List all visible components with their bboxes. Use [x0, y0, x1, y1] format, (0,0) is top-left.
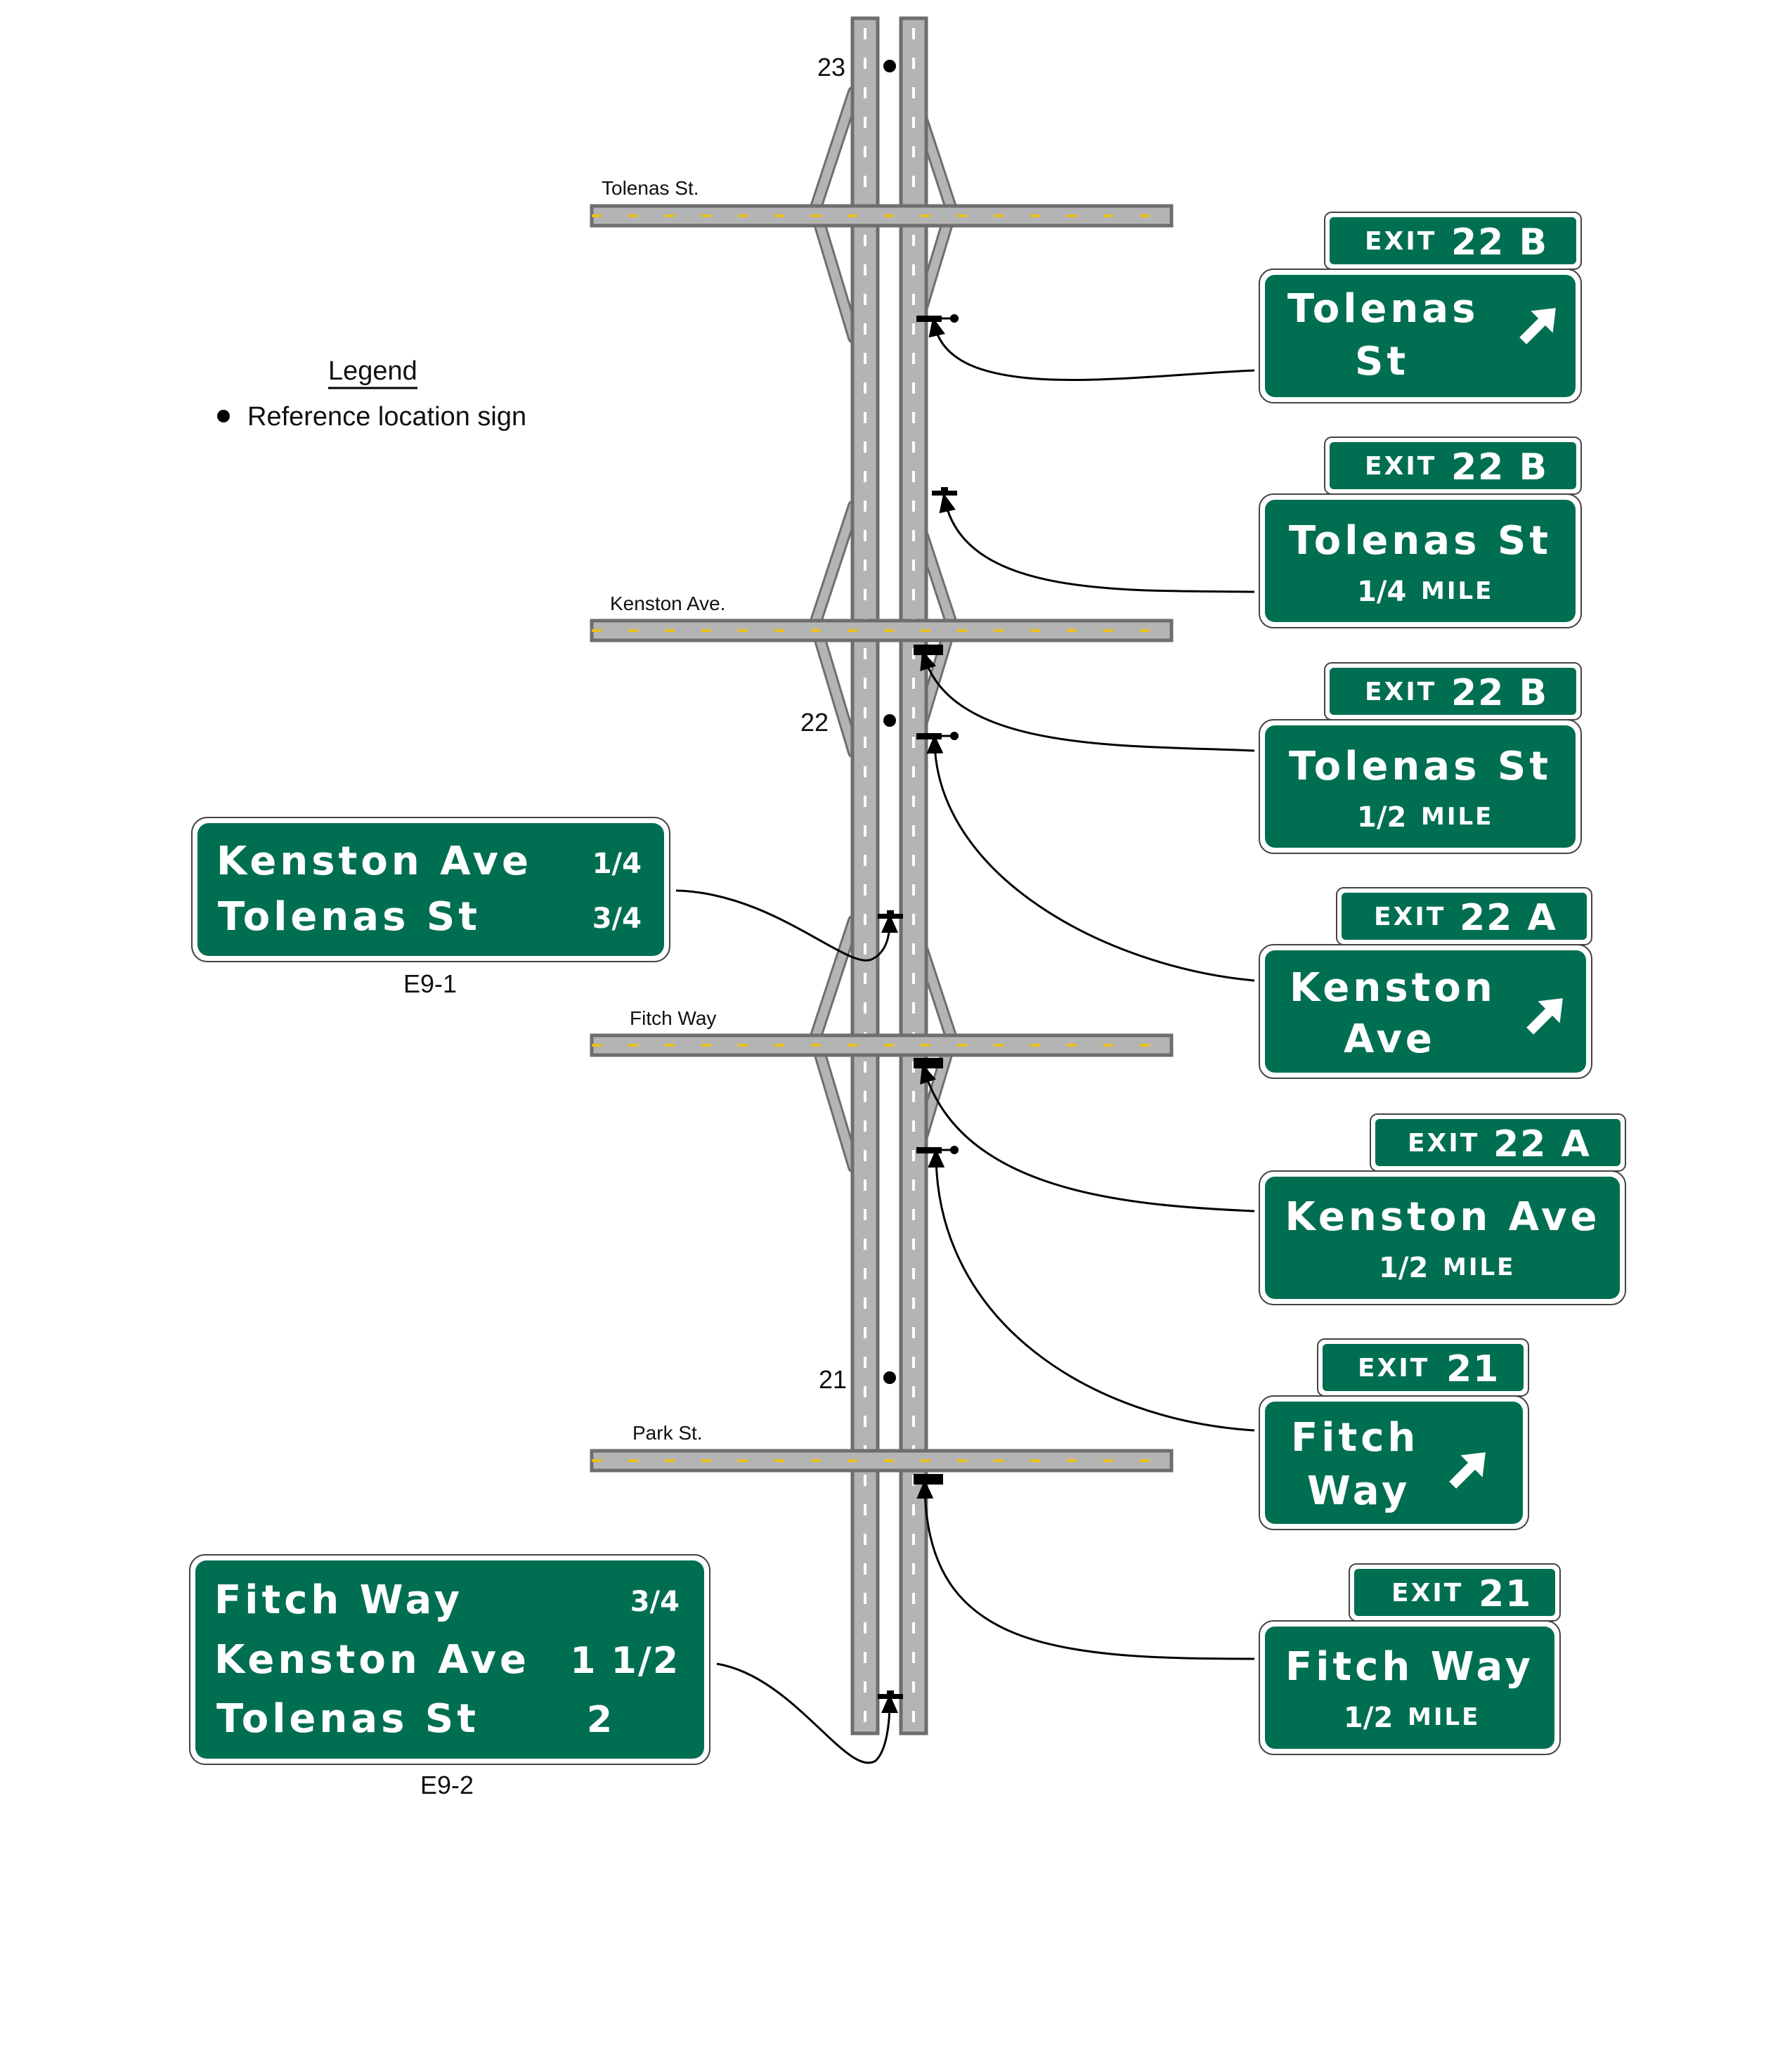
exit-sign-21-arrow: EXIT 21 Fitch Way	[1259, 1338, 1529, 1530]
exit-sign-distance: 1/2	[1357, 801, 1406, 834]
sign-post-22b-quarter	[932, 487, 957, 496]
up-right-arrow-icon	[1449, 1452, 1486, 1489]
up-right-arrow-icon	[1526, 998, 1563, 1035]
reference-dot-23	[883, 60, 896, 72]
exit-number: 22 B	[1451, 672, 1548, 714]
street-tolenas: Tolenas St.	[590, 177, 1174, 228]
leader-exit-22b-quarter	[939, 493, 1255, 593]
leader-e9-2	[716, 1662, 898, 1764]
exit-sign-line1: Fitch	[1291, 1415, 1419, 1461]
exit-sign-line1: Tolenas	[1287, 286, 1479, 332]
leader-exit-22a-arrow	[926, 735, 1255, 982]
legend: Legend Reference location sign	[217, 356, 526, 432]
exit-number: 21	[1479, 1573, 1532, 1615]
exit-number: 22 B	[1451, 221, 1548, 264]
e9-2-code-label: E9-2	[420, 1771, 474, 1799]
e9-1-row2-distance: 3/4	[592, 903, 642, 935]
e9-1-code-label: E9-1	[403, 969, 457, 998]
street-park: Park St.	[590, 1422, 1174, 1473]
e9-1-row1-distance: 1/4	[592, 848, 642, 880]
exit-sign-22a-arrow: EXIT 22 A Kenston Ave	[1259, 887, 1592, 1079]
exit-sign-line1: Tolenas St	[1289, 744, 1552, 789]
freeway	[808, 16, 959, 1735]
exit-sign-line1: Tolenas St	[1289, 518, 1552, 564]
legend-dot-icon	[217, 410, 230, 422]
e9-1-row1-name: Kenston Ave	[216, 839, 532, 884]
leader-exit-21-arrow	[928, 1149, 1255, 1432]
exit-sign-unit: MILE	[1408, 1703, 1480, 1731]
street-fitch: Fitch Way	[590, 1007, 1174, 1057]
exit-sign-unit: MILE	[1443, 1253, 1515, 1281]
exit-sign-21-half-mile: EXIT 21 Fitch Way 1/2 MILE	[1259, 1563, 1561, 1755]
guide-sign-e9-1: Kenston Ave 1/4 Tolenas St 3/4 E9-1	[191, 817, 670, 998]
sign-post-overhead-fitch	[914, 1058, 943, 1068]
exit-sign-distance: 1/2	[1379, 1252, 1428, 1284]
exit-sign-22a-half-mile: EXIT 22 A Kenston Ave 1/2 MILE	[1259, 1113, 1626, 1305]
exit-sign-22b-half-mile: EXIT 22 B Tolenas St 1/2 MILE	[1259, 662, 1582, 854]
exit-sign-22b-quarter-mile: EXIT 22 B Tolenas St 1/4 MILE	[1259, 437, 1582, 628]
exit-sign-line1: Fitch Way	[1285, 1644, 1534, 1690]
exit-sign-distance: 1/2	[1344, 1702, 1393, 1734]
e9-2-row2-name: Kenston Ave	[214, 1637, 530, 1683]
exit-word: EXIT	[1391, 1579, 1463, 1608]
guide-sign-e9-2: Fitch Way 3/4 Kenston Ave 1 1/2 Tolenas …	[189, 1554, 710, 1799]
street-kenston: Kenston Ave.	[590, 593, 1174, 642]
exit-word: EXIT	[1365, 678, 1436, 706]
leader-exit-21-half	[916, 1480, 1255, 1660]
exit-word: EXIT	[1358, 1354, 1429, 1383]
e9-2-row3-distance: 2	[587, 1699, 613, 1741]
street-label-kenston: Kenston Ave.	[610, 593, 726, 614]
exit-sign-unit: MILE	[1421, 577, 1493, 605]
e9-2-row3-name: Tolenas St	[216, 1696, 479, 1742]
up-right-arrow-icon	[1519, 308, 1556, 344]
e9-2-row1-distance: 3/4	[630, 1586, 680, 1618]
leader-lines	[675, 317, 1255, 1764]
exit-sign-line2: Ave	[1344, 1016, 1436, 1062]
leader-exit-22b-arrow	[928, 317, 1255, 381]
street-label-fitch: Fitch Way	[630, 1007, 716, 1029]
exit-word: EXIT	[1374, 903, 1446, 931]
e9-2-row2-distance: 1 1/2	[570, 1640, 680, 1682]
exit-number: 22 B	[1451, 446, 1548, 489]
reference-number-23: 23	[817, 53, 845, 82]
sign-post-overhead-park	[914, 1474, 943, 1485]
exit-sign-22b-arrow: EXIT 22 B Tolenas St	[1259, 212, 1582, 403]
reference-number-21: 21	[819, 1365, 847, 1394]
exit-word: EXIT	[1408, 1129, 1479, 1158]
exit-number: 21	[1446, 1348, 1500, 1390]
cross-streets: Tolenas St. Kenston Ave. Fitch Way Park …	[590, 177, 1174, 1473]
exit-word: EXIT	[1365, 452, 1436, 481]
exit-sign-distance: 1/4	[1357, 576, 1406, 608]
reference-number-22: 22	[800, 708, 829, 737]
reference-dot-21	[883, 1371, 896, 1384]
leader-exit-22b-half	[920, 650, 1255, 752]
legend-title: Legend	[328, 356, 417, 386]
e9-2-row1-name: Fitch Way	[214, 1577, 463, 1623]
e9-1-row2-name: Tolenas St	[218, 894, 481, 940]
exit-sign-unit: MILE	[1421, 803, 1493, 831]
reference-markers: 23 22 21	[800, 53, 896, 1394]
exit-sign-line1: Kenston Ave	[1285, 1194, 1600, 1240]
exit-sign-line2: Way	[1307, 1468, 1410, 1514]
exit-number: 22 A	[1493, 1123, 1591, 1165]
street-label-tolenas: Tolenas St.	[602, 177, 699, 199]
street-label-park: Park St.	[632, 1422, 703, 1444]
exit-sign-line2: St	[1355, 339, 1409, 384]
sign-post-overhead-kenston	[914, 645, 943, 655]
exit-word: EXIT	[1365, 227, 1436, 256]
exit-sign-line1: Kenston	[1290, 965, 1496, 1011]
leader-exit-22a-half	[920, 1063, 1255, 1213]
legend-item-text: Reference location sign	[247, 402, 526, 432]
reference-dot-22	[883, 714, 896, 727]
leader-e9-1	[675, 889, 898, 962]
exit-number: 22 A	[1460, 897, 1557, 939]
